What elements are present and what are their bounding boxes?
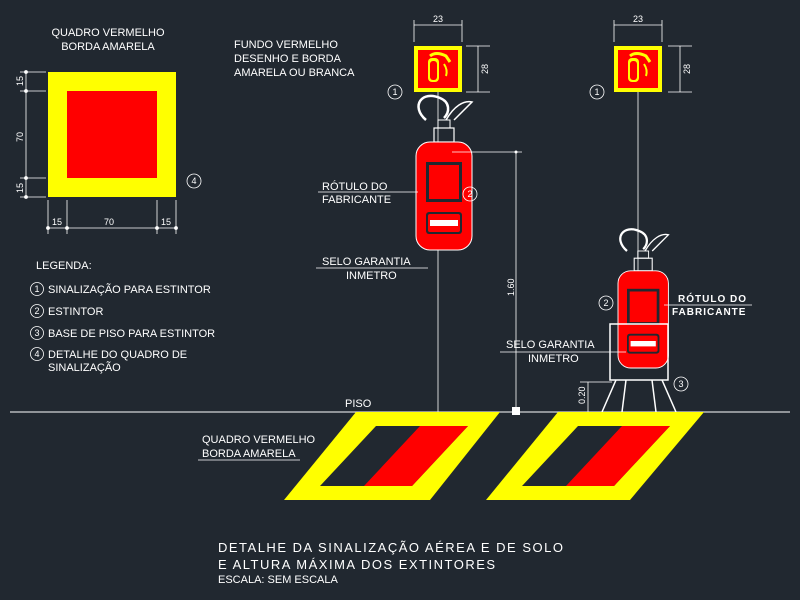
legend-num-2: 2 xyxy=(34,306,39,316)
right-marker-2: 2 xyxy=(603,298,608,308)
left-rotulo-1: RÓTULO DO xyxy=(322,180,388,193)
marker-4-circle xyxy=(186,173,202,189)
right-marker-1-circle xyxy=(589,84,605,100)
dim-left: 15 xyxy=(52,217,62,227)
right-floor-stand xyxy=(601,323,677,413)
right-extinguisher xyxy=(616,228,670,370)
legend-item-1: 1 SINALIZAÇÃO PARA ESTINTOR xyxy=(30,282,211,296)
sign-label-1: FUNDO VERMELHO xyxy=(234,39,338,51)
floor-square-label-2: BORDA AMARELA xyxy=(202,448,296,460)
right-marker-1: 1 xyxy=(594,87,599,97)
marker-4: 4 xyxy=(191,176,196,186)
legend-title: LEGENDA: xyxy=(36,260,92,272)
right-base-dimension xyxy=(580,381,612,412)
left-floor-square xyxy=(284,412,500,500)
left-rotulo-2: FABRICANTE xyxy=(322,194,391,206)
detail-vertical-dimension xyxy=(20,70,46,199)
right-sign-height: 28 xyxy=(682,64,692,74)
left-extinguisher xyxy=(414,94,474,252)
legend-text-4b: SINALIZAÇÃO xyxy=(48,361,121,374)
right-sign-width: 23 xyxy=(633,14,643,24)
left-selo-2: INMETRO xyxy=(346,270,397,282)
legend-text-1: SINALIZAÇÃO PARA ESTINTOR xyxy=(48,283,211,296)
detail-label-2: BORDA AMARELA xyxy=(61,41,155,53)
sign-label-2: DESENHO E BORDA xyxy=(234,53,342,65)
dim-top: 15 xyxy=(15,76,25,86)
right-floor-square xyxy=(486,412,704,500)
drawing-title-2: E ALTURA MÁXIMA DOS EXTINTORES xyxy=(218,557,497,572)
dim-center: 70 xyxy=(104,217,114,227)
left-marker-2: 2 xyxy=(467,189,472,199)
dim-right: 15 xyxy=(161,217,171,227)
legend-text-4: DETALHE DO QUADRO DE xyxy=(48,349,187,361)
left-height-value: 1.60 xyxy=(506,278,516,296)
legend-item-2: 2 ESTINTOR xyxy=(30,304,103,318)
right-sign-fire-extinguisher-icon xyxy=(612,44,664,94)
detail-square-fill xyxy=(67,91,157,178)
legend-num-3: 3 xyxy=(34,328,39,338)
left-marker-2-circle xyxy=(462,186,478,202)
sign-label-3: AMARELA OU BRANCA xyxy=(234,67,355,79)
dim-mid: 70 xyxy=(15,132,25,142)
right-selo-2: INMETRO xyxy=(528,353,579,365)
right-marker-3-circle xyxy=(673,376,689,392)
right-marker-2-circle xyxy=(598,295,614,311)
detail-label-1: QUADRO VERMELHO xyxy=(51,27,165,39)
left-sign-dimension xyxy=(413,20,490,93)
left-height-top-tick xyxy=(514,150,518,154)
drawing-title-1: DETALHE DA SINALIZAÇÃO AÉREA E DE SOLO xyxy=(218,540,564,555)
right-base-value: 0.20 xyxy=(577,386,587,404)
legend-item-3: 3 BASE DE PISO PARA ESTINTOR xyxy=(30,326,215,340)
left-marker-1: 1 xyxy=(392,87,397,97)
drawing-scale: ESCALA: SEM ESCALA xyxy=(218,574,338,586)
left-selo-1: SELO GARANTIA xyxy=(322,256,411,268)
dim-bottom: 15 xyxy=(15,183,25,193)
left-sign-fire-extinguisher-icon xyxy=(412,44,464,94)
floor-square-label-1: QUADRO VERMELHO xyxy=(202,434,316,446)
legend-num-4: 4 xyxy=(34,349,39,359)
legend-item-4: 4 DETALHE DO QUADRO DE SINALIZAÇÃO xyxy=(30,347,187,374)
left-height-bottom-tick xyxy=(512,407,520,415)
right-selo-1: SELO GARANTIA xyxy=(506,339,595,351)
left-marker-1-circle xyxy=(387,84,403,100)
right-rotulo-2: FABRICANTE xyxy=(672,307,746,318)
legend-text-2: ESTINTOR xyxy=(48,306,103,318)
detail-horizontal-dimension xyxy=(46,200,178,234)
legend-text-3: BASE DE PISO PARA ESTINTOR xyxy=(48,328,215,340)
left-sign-width: 23 xyxy=(433,14,443,24)
right-rotulo-1: RÓTULO DO xyxy=(678,292,747,305)
right-marker-3: 3 xyxy=(678,379,683,389)
legend-num-1: 1 xyxy=(34,284,39,294)
right-sign-dimension xyxy=(613,20,692,93)
floor-label: PISO xyxy=(345,398,372,410)
left-sign-height: 28 xyxy=(480,64,490,74)
